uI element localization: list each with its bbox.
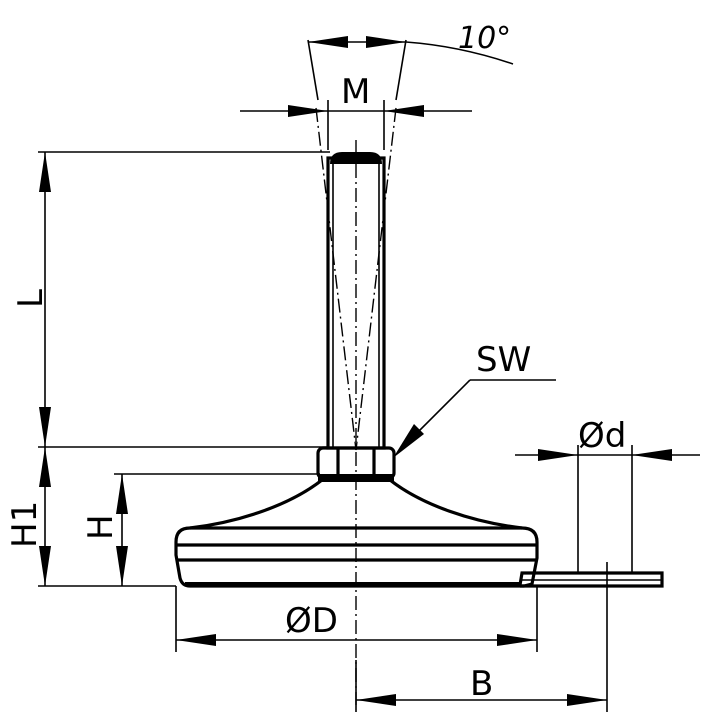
- label-L: L: [11, 289, 51, 308]
- dimension-SW: SW: [393, 340, 556, 458]
- extension-lines: [38, 39, 633, 712]
- tilt-cone-lines: [315, 107, 397, 451]
- label-H1: H1: [5, 501, 45, 548]
- label-angle: 10°: [458, 21, 511, 56]
- hex-nut: [316, 446, 396, 482]
- label-d: Ød: [578, 416, 626, 456]
- label-SW: SW: [476, 340, 531, 380]
- dimension-B: B: [356, 664, 607, 706]
- label-D: ØD: [285, 601, 338, 641]
- base-plate: [174, 478, 539, 588]
- mounting-tab: [518, 562, 664, 595]
- label-M: M: [341, 72, 370, 112]
- dimension-angle: 10°: [308, 21, 514, 65]
- dimension-H1: H1: [5, 447, 51, 586]
- label-H: H: [81, 514, 121, 540]
- label-B: B: [470, 664, 493, 704]
- dimension-L: L: [11, 152, 51, 447]
- dimension-M: M: [240, 72, 472, 117]
- dimension-H: H: [81, 474, 128, 586]
- dimension-d: Ød: [515, 416, 700, 461]
- dimension-D: ØD: [176, 601, 537, 646]
- threaded-stem: [326, 152, 386, 450]
